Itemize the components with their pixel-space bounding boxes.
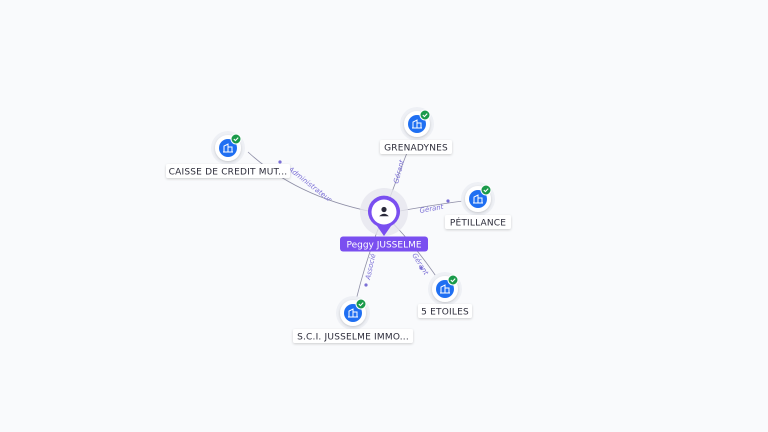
edge-label-petillance: Gérant xyxy=(419,203,444,215)
person-label: Peggy JUSSELME xyxy=(340,236,428,252)
company-node-grenadynes[interactable] xyxy=(400,107,434,141)
company-name: PÉTILLANCE xyxy=(450,217,506,229)
company-node-petillance[interactable] xyxy=(461,182,495,216)
edge-arrow xyxy=(364,283,368,287)
company-name: CAISSE DE CREDIT MUT... xyxy=(169,168,288,178)
edge-label-grenadynes: Gérant xyxy=(392,159,406,185)
person-name: Peggy JUSSELME xyxy=(346,241,421,251)
edge-arrow xyxy=(419,266,423,270)
verified-badge xyxy=(447,274,459,286)
company-label-petillance: PÉTILLANCE xyxy=(445,215,511,229)
company-label-sci: S.C.I. JUSSELME IMMO... xyxy=(293,329,413,343)
building-icon xyxy=(348,308,358,318)
person-icon xyxy=(379,206,389,217)
company-label-caisse: CAISSE DE CREDIT MUT... xyxy=(166,164,290,178)
verified-badge xyxy=(419,109,431,121)
verified-badge xyxy=(480,184,492,196)
company-label-etoiles: 5 ETOILES xyxy=(418,304,472,318)
company-name: S.C.I. JUSSELME IMMO... xyxy=(297,333,409,343)
verified-badge xyxy=(355,298,367,310)
building-icon xyxy=(473,194,483,204)
edge-label-sci: Associé xyxy=(364,252,378,281)
edge-arrow xyxy=(446,199,450,203)
company-node-sci[interactable] xyxy=(336,296,370,330)
company-node-etoiles[interactable] xyxy=(428,272,462,306)
company-label-grenadynes: GRENADYNES xyxy=(380,140,452,154)
building-icon xyxy=(223,143,233,153)
verified-badge xyxy=(230,133,242,145)
company-name: GRENADYNES xyxy=(384,144,448,154)
company-node-caisse[interactable] xyxy=(211,131,245,165)
building-icon xyxy=(440,284,450,294)
building-icon xyxy=(412,119,422,129)
edge-arrow xyxy=(278,160,282,164)
person-node[interactable] xyxy=(360,188,408,236)
company-name: 5 ETOILES xyxy=(421,308,469,318)
